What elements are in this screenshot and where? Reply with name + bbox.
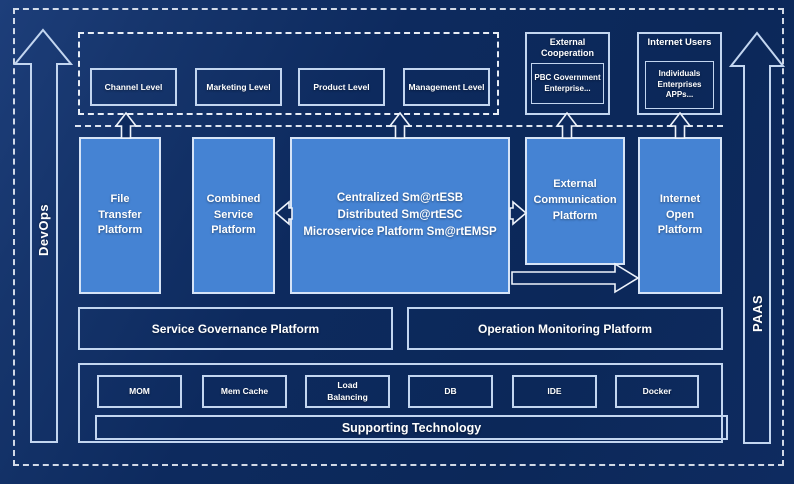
node-mem-cache: Mem Cache xyxy=(202,375,287,408)
node-marketing-level: Marketing Level xyxy=(195,68,282,106)
node-operation-monitoring-platform: Operation Monitoring Platform xyxy=(407,307,723,350)
node-management-level: Management Level xyxy=(403,68,490,106)
node-channel-level: Channel Level xyxy=(90,68,177,106)
esb-line-2: Distributed Sm@rtESC xyxy=(337,209,463,222)
node-external-communication-platform: External Communication Platform xyxy=(525,137,625,265)
node-mom: MOM xyxy=(97,375,182,408)
node-internet-open-platform: Internet Open Platform xyxy=(638,137,722,294)
node-individuals-enterprises-apps: Individuals Enterprises APPs... xyxy=(645,61,714,109)
node-db: DB xyxy=(408,375,493,408)
node-load-balancing: Load Balancing xyxy=(305,375,390,408)
node-product-level: Product Level xyxy=(298,68,385,106)
esb-line-1: Centralized Sm@rtESB xyxy=(336,192,464,205)
devops-arrow-label: DevOps xyxy=(36,203,51,257)
node-combined-service-platform: Combined Service Platform xyxy=(192,137,275,294)
node-ide: IDE xyxy=(512,375,597,408)
node-docker: Docker xyxy=(615,375,699,408)
node-file-transfer-platform: File Transfer Platform xyxy=(79,137,161,294)
node-smart-esb-platform: Centralized Sm@rtESB Distributed Sm@rtES… xyxy=(290,137,510,294)
business-levels-group xyxy=(78,32,499,115)
esb-line-3: Microservice Platform Sm@rtEMSP xyxy=(303,225,497,238)
internet-users-title: Internet Users xyxy=(647,37,712,48)
node-pbc-government-enterprise: PBC Government Enterprise... xyxy=(531,63,604,104)
node-external-cooperation: External Cooperation PBC Government Ente… xyxy=(525,32,610,115)
paas-arrow-label: PAAS xyxy=(750,294,765,332)
node-internet-users: Internet Users Individuals Enterprises A… xyxy=(637,32,722,115)
node-service-governance-platform: Service Governance Platform xyxy=(78,307,393,350)
supporting-technology-group xyxy=(78,363,723,443)
node-supporting-technology: Supporting Technology xyxy=(95,415,728,440)
external-cooperation-title: External Cooperation xyxy=(541,37,594,59)
layer-separator-line xyxy=(75,125,723,127)
